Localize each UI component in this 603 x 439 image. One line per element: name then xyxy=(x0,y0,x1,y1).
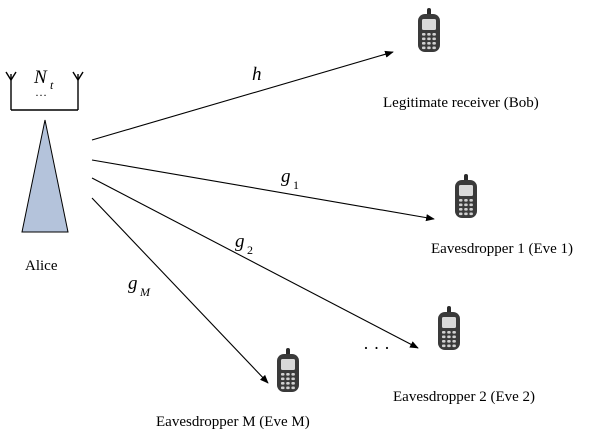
mobile-phone-icon xyxy=(438,306,460,350)
channel-g1-symbol: g xyxy=(281,166,291,187)
alice-transmitter: N t … Alice xyxy=(5,67,84,274)
antenna-count-symbol: N xyxy=(33,67,48,88)
channel-gM-symbol: g xyxy=(128,273,138,294)
bob-label: Legitimate receiver (Bob) xyxy=(383,95,539,111)
mobile-phone-icon xyxy=(455,174,477,218)
channel-gM-subscript: M xyxy=(139,285,151,299)
antenna-count-subscript: t xyxy=(50,78,54,92)
link-to-eve1 xyxy=(91,159,435,222)
channel-g2-subscript: 2 xyxy=(247,243,253,257)
eveM-label: Eavesdropper M (Eve M) xyxy=(156,414,310,430)
ellipsis-dots: · · · xyxy=(363,338,390,358)
alice-tower xyxy=(21,119,69,233)
channel-g2-symbol: g xyxy=(235,231,245,252)
channel-g1-subscript: 1 xyxy=(293,178,299,192)
channel-h-label: h xyxy=(252,64,262,85)
link-to-eveM xyxy=(91,197,269,384)
alice-label: Alice xyxy=(25,258,58,274)
eve2-label: Eavesdropper 2 (Eve 2) xyxy=(393,389,535,405)
antenna-dots: … xyxy=(35,85,47,99)
eve1-label: Eavesdropper 1 (Eve 1) xyxy=(431,241,573,257)
mobile-phone-icon xyxy=(418,8,440,52)
mobile-phone-icon xyxy=(277,348,299,392)
link-to-eve2 xyxy=(91,177,419,349)
link-to-bob xyxy=(91,50,394,141)
antenna-array-icon xyxy=(5,71,84,111)
